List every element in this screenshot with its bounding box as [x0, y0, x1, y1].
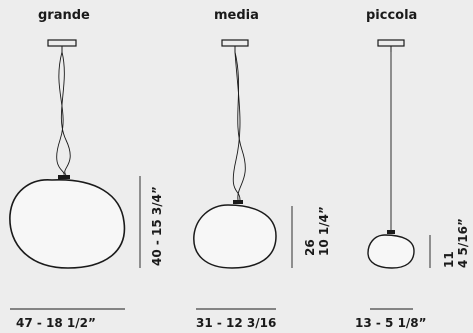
width-label-media: 31 - 12 3/16 [196, 316, 277, 330]
lamp-piccola [367, 39, 431, 310]
model-title-media: media [214, 8, 259, 23]
height-label-grande-text: 40 - 15 3/4” [150, 186, 164, 266]
shade-piccola [367, 234, 415, 269]
cable-grande-a [56, 51, 65, 176]
lamp-grande [9, 39, 141, 310]
lamp-media [193, 39, 293, 310]
model-title-grande: grande [38, 8, 90, 23]
height-label-media: 26 10 1/4” [303, 206, 331, 256]
height-label-media-in: 10 1/4” [317, 206, 331, 256]
shade-cap-grande [58, 175, 70, 179]
model-title-piccola: piccola [366, 8, 418, 23]
ceiling-canopy-piccola [377, 39, 405, 47]
shade-media [193, 204, 277, 269]
width-label-grande: 47 - 18 1/2” [16, 316, 96, 330]
height-label-grande: 40 - 15 3/4” [150, 186, 164, 266]
ceiling-canopy-grande [47, 39, 77, 47]
height-label-media-cm: 26 [303, 239, 317, 256]
width-label-piccola: 13 - 5 1/8” [355, 316, 427, 330]
height-label-piccola-in: 4 5/16” [456, 218, 470, 268]
shade-grande [9, 179, 126, 269]
cable-grande-b [60, 51, 71, 176]
cable-media-b [232, 51, 241, 201]
shade-cap-media [233, 200, 243, 204]
ceiling-canopy-media [221, 39, 249, 47]
cable-media-a [234, 51, 246, 201]
height-label-piccola-cm: 11 [442, 251, 456, 268]
shade-cap-piccola [387, 230, 395, 234]
height-label-piccola: 11 4 5/16” [442, 218, 470, 268]
